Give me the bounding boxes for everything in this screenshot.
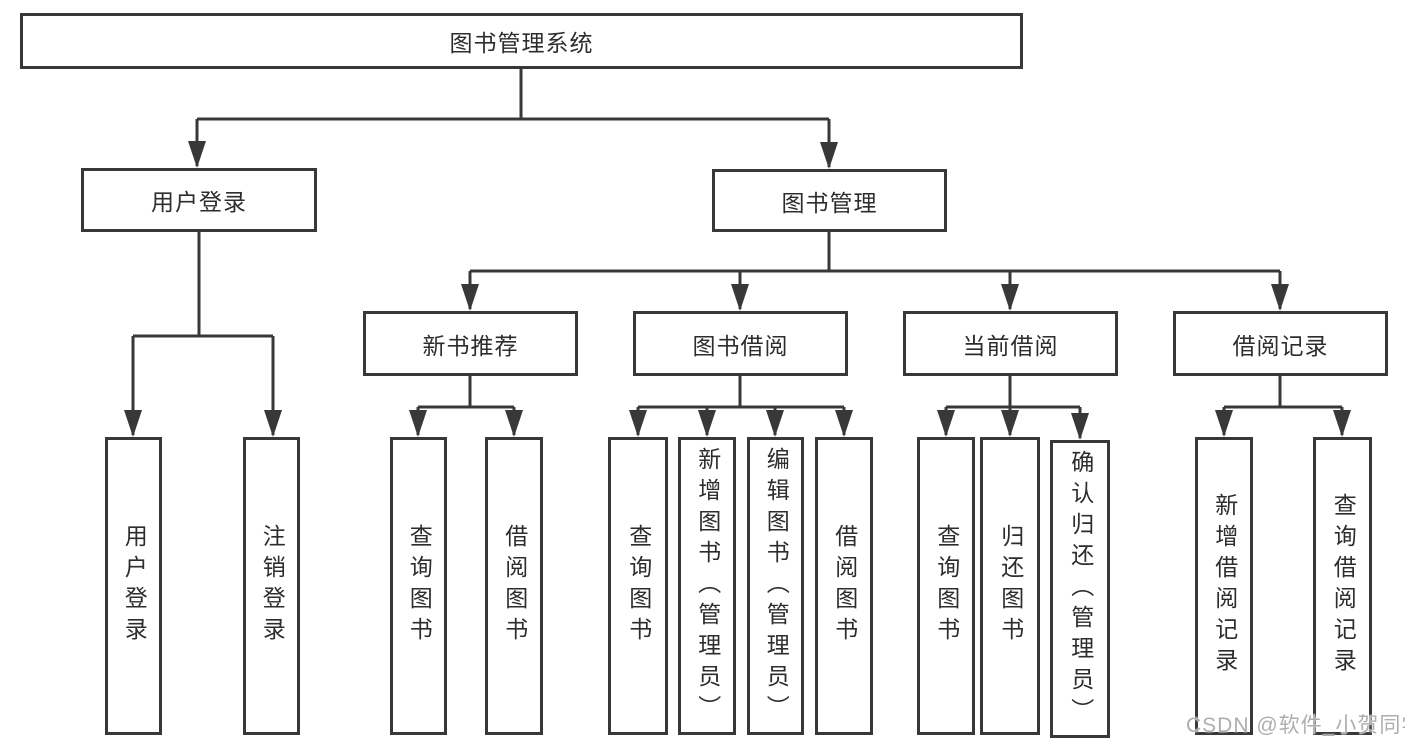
connector-book-borrow-bus xyxy=(638,376,844,409)
leaf-bb-edit-books-label: 编辑图书（管理员） xyxy=(763,446,790,726)
leaf-nb-borrow-books-label: 借阅图书 xyxy=(501,524,528,648)
leaf-bb-edit-books: 编辑图书（管理员） xyxy=(747,437,804,735)
leaf-cb-return-books: 归还图书 xyxy=(980,437,1040,735)
connector-borrow-records-bus xyxy=(1224,376,1342,409)
leaf-br-query-record-label: 查询借阅记录 xyxy=(1330,493,1357,679)
leaf-user-login-label: 用户登录 xyxy=(121,524,148,648)
leaf-br-add-record: 新增借阅记录 xyxy=(1195,437,1253,735)
connector-new-book-bus xyxy=(418,376,514,409)
leaf-logout-label: 注销登录 xyxy=(259,524,286,648)
leaf-bb-add-books-label: 新增图书（管理员） xyxy=(694,446,721,726)
node-new-book-recommend-label: 新书推荐 xyxy=(422,332,519,359)
leaf-bb-borrow-books-label: 借阅图书 xyxy=(831,524,858,648)
connector-root-bus xyxy=(197,69,829,121)
leaf-bb-query-books-label: 查询图书 xyxy=(625,524,652,648)
leaf-cb-confirm-return-label: 确认归还（管理员） xyxy=(1067,449,1094,729)
node-borrow-records-label: 借阅记录 xyxy=(1232,332,1329,359)
leaf-cb-query-books: 查询图书 xyxy=(917,437,975,735)
node-user-login-label: 用户登录 xyxy=(151,189,247,215)
node-current-borrow: 当前借阅 xyxy=(903,311,1118,376)
leaf-user-login: 用户登录 xyxy=(105,437,162,735)
leaf-bb-query-books: 查询图书 xyxy=(608,437,668,735)
watermark: CSDN @软件_小贺同学 xyxy=(1186,714,1405,737)
node-book-borrow-label: 图书借阅 xyxy=(692,332,789,359)
node-book-borrow: 图书借阅 xyxy=(633,311,848,376)
leaf-nb-query-books-label: 查询图书 xyxy=(406,524,433,648)
node-root: 图书管理系统 xyxy=(20,13,1023,69)
leaf-cb-return-books-label: 归还图书 xyxy=(997,524,1024,648)
node-user-login: 用户登录 xyxy=(81,168,317,232)
node-book-management: 图书管理 xyxy=(712,169,947,232)
node-new-book-recommend: 新书推荐 xyxy=(363,311,578,376)
connector-user-login-bus xyxy=(133,232,273,338)
node-book-management-label: 图书管理 xyxy=(781,189,878,216)
leaf-nb-borrow-books: 借阅图书 xyxy=(485,437,543,735)
leaf-cb-confirm-return: 确认归还（管理员） xyxy=(1050,440,1110,738)
leaf-cb-query-books-label: 查询图书 xyxy=(933,524,960,648)
node-current-borrow-label: 当前借阅 xyxy=(962,332,1059,359)
node-root-label: 图书管理系统 xyxy=(449,30,594,56)
connector-current-borrow-bus xyxy=(946,376,1080,409)
leaf-bb-borrow-books: 借阅图书 xyxy=(815,437,873,735)
leaf-br-query-record: 查询借阅记录 xyxy=(1313,437,1372,735)
leaf-br-add-record-label: 新增借阅记录 xyxy=(1211,493,1238,679)
node-borrow-records: 借阅记录 xyxy=(1173,311,1388,376)
connector-book-management-bus xyxy=(470,232,1280,273)
leaf-bb-add-books: 新增图书（管理员） xyxy=(678,437,736,735)
leaf-nb-query-books: 查询图书 xyxy=(390,437,447,735)
leaf-logout: 注销登录 xyxy=(243,437,300,735)
